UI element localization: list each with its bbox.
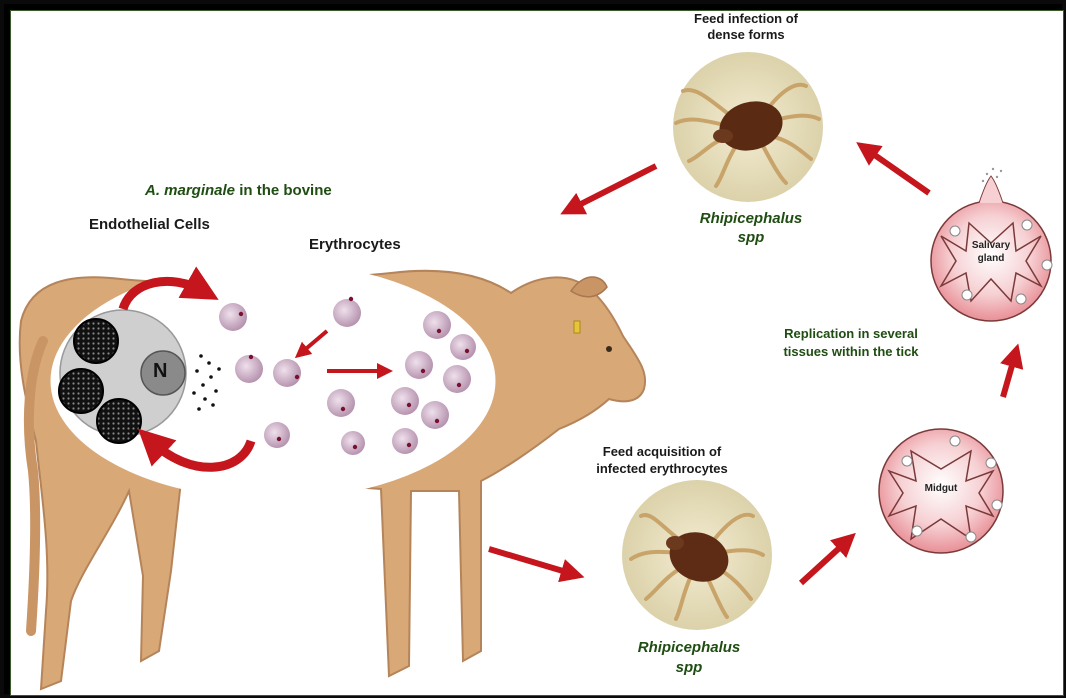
nucleus-label: N <box>153 360 167 383</box>
bottom-tick-species: Rhipicephalus spp <box>629 638 749 678</box>
top-tick-species: Rhipicephalus spp <box>691 209 811 247</box>
arrow-bovine-to-tick <box>489 549 573 574</box>
diagram-canvas: A. marginale in the bovine Endothelial C… <box>10 10 1064 696</box>
bovine-title-species: A. marginale <box>145 182 235 199</box>
replication-text: Replication in several tissues within th… <box>751 325 951 361</box>
endothelial-label: Endothelial Cells <box>89 216 210 233</box>
erythrocytes-label: Erythrocytes <box>309 236 401 253</box>
bovine-title: A. marginale in the bovine <box>145 182 332 199</box>
bottom-tick-caption: Feed acquisition of infected erythrocyte… <box>567 443 757 477</box>
bovine-title-rest: in the bovine <box>235 182 332 199</box>
arrow-gland-to-tick <box>866 149 929 193</box>
arrow-tick-to-bovine <box>571 166 656 209</box>
salivary-gland-label: Salivary gland <box>961 239 1021 265</box>
arrow-tick-to-midgut <box>801 541 847 583</box>
top-tick-caption: Feed infection of dense forms <box>666 11 826 43</box>
midgut-label: Midgut <box>911 483 971 494</box>
arrow-midgut-to-gland <box>1003 355 1015 397</box>
top-tick-image <box>673 52 823 202</box>
bottom-tick-image <box>622 480 772 630</box>
